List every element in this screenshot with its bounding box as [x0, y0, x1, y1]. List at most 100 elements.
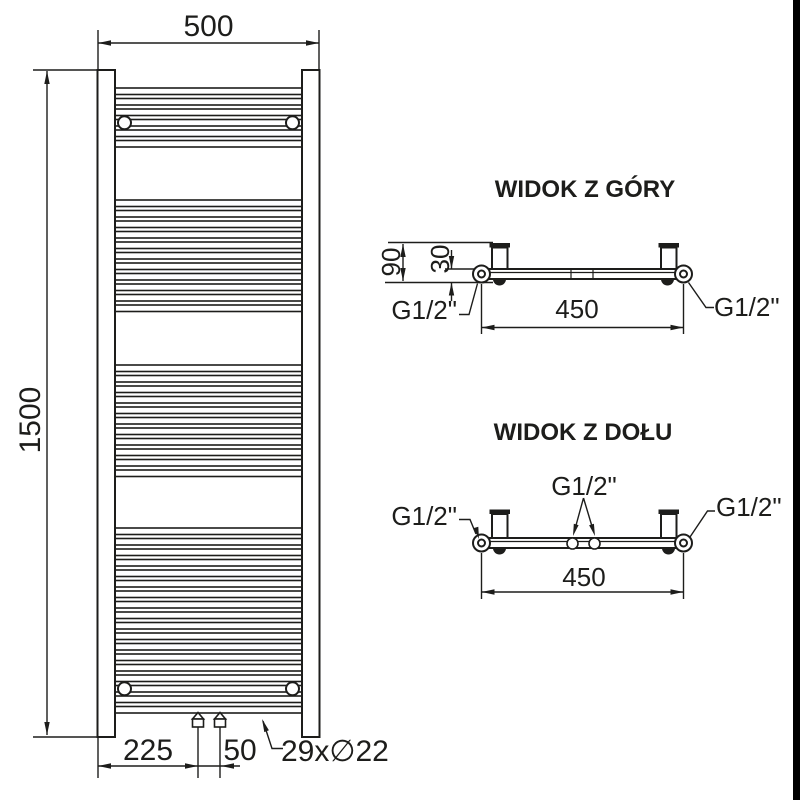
topview-left-bracket	[491, 246, 509, 270]
topview-right-connection-leader	[687, 282, 714, 309]
arrow-left-icon	[481, 324, 495, 331]
wall-depth-label: 90	[376, 248, 406, 277]
radiator-tube	[113, 129, 304, 138]
bottomview-left-bracket	[491, 513, 509, 539]
radiator-tube	[113, 395, 304, 404]
bottomview-spacing-label: 450	[562, 562, 605, 592]
wall-bracket-circle	[117, 115, 132, 131]
arrow-right-icon	[185, 763, 198, 769]
radiator-tube	[113, 118, 304, 127]
radiator-tube	[113, 385, 304, 394]
radiator-tube	[113, 262, 304, 271]
left-collector-tube	[96, 69, 116, 738]
tubes-leader-line	[262, 720, 283, 750]
radiator-tube	[113, 458, 304, 467]
radiator-tube	[113, 139, 304, 148]
topview-connection-right-label: G1/2"	[714, 292, 780, 322]
radiator-tube	[113, 695, 304, 704]
bottomview-connection-right-label: G1/2"	[716, 492, 782, 522]
radiator-tube	[113, 611, 304, 620]
radiator-tube	[113, 548, 304, 557]
bottomview-left-connection-leader	[459, 518, 477, 535]
bottom-view-title: WIDOK Z DOŁU	[494, 419, 673, 446]
radiator-tube	[113, 199, 304, 208]
radiator-tube	[113, 558, 304, 567]
arrow-up-icon	[448, 282, 455, 296]
height-dimension-label: 1500	[14, 387, 47, 454]
wall-bracket-circle	[285, 681, 300, 697]
pipe-depth-label: 30	[425, 245, 455, 274]
arrow-down-icon	[44, 722, 50, 735]
top-view-title: WIDOK Z GÓRY	[495, 175, 675, 203]
radiator-tube	[113, 653, 304, 662]
radiator-tube	[113, 416, 304, 425]
topview-right-bracket-cap	[658, 243, 679, 248]
topview-right-bracket-foot	[661, 279, 674, 286]
radiator-tube	[113, 600, 304, 609]
right-edge-scan-bar	[793, 0, 800, 800]
radiator-tube	[113, 97, 304, 106]
radiator-tube	[113, 304, 304, 313]
right-valve-body	[213, 718, 227, 728]
tube-count-label: 29x∅22	[281, 735, 389, 768]
radiator-tube	[113, 108, 304, 117]
arrow-down-icon	[589, 523, 595, 536]
bottomview-right-connector-thread	[679, 538, 688, 548]
topview-collector-bar	[482, 268, 682, 280]
bottomview-right-bracket-foot	[662, 548, 675, 555]
arrow-up-icon	[44, 71, 50, 84]
radiator-tube	[113, 230, 304, 239]
arrow-down-icon	[400, 268, 406, 281]
radiator-tube	[113, 621, 304, 630]
radiator-tube	[113, 220, 304, 229]
arrow-down-icon	[448, 256, 455, 269]
radiator-tube	[113, 448, 304, 457]
bottomview-left-bracket-foot	[493, 548, 506, 555]
topview-left-connection-leader	[459, 283, 479, 316]
arrow-down-right-icon	[473, 526, 479, 539]
bottom-offset-label: 225	[123, 734, 173, 767]
bottomview-right-bracket	[660, 513, 678, 539]
radiator-tube	[113, 674, 304, 683]
right-collector-tube	[301, 69, 321, 738]
bottomview-center-leader-right	[582, 497, 594, 529]
bottomview-right-connection-leader	[689, 510, 715, 538]
radiator-tube	[113, 527, 304, 536]
arrow-right-icon	[306, 40, 319, 46]
wall-bracket-circle	[117, 681, 132, 697]
radiator-tube	[113, 569, 304, 578]
arrow-right-icon	[670, 589, 684, 595]
width-dimension-label: 500	[183, 10, 233, 43]
radiator-tube	[113, 406, 304, 415]
bottomview-left-connector-thread	[477, 538, 486, 548]
radiator-tube	[113, 374, 304, 383]
radiator-tube	[113, 437, 304, 446]
radiator-tube	[113, 663, 304, 672]
arrow-down-icon	[573, 523, 579, 536]
radiator-tube	[113, 293, 304, 302]
radiator-tube	[113, 642, 304, 651]
radiator-tube	[113, 251, 304, 260]
arrow-left-icon	[98, 763, 111, 769]
bottomview-left-bracket-cap	[489, 509, 510, 514]
arrow-right-icon	[670, 324, 684, 331]
topview-right-connector-thread	[679, 269, 688, 279]
bottomview-center-leader-left	[574, 497, 585, 530]
bottomview-connection-left-label: G1/2"	[391, 501, 457, 531]
arrow-left-icon	[98, 40, 111, 46]
left-valve-body	[191, 718, 205, 728]
radiator-tube	[113, 241, 304, 250]
bottomview-center-connection-left	[566, 537, 579, 550]
radiator-tube	[113, 537, 304, 546]
radiator-tube	[113, 272, 304, 281]
topview-left-connector-thread	[477, 269, 486, 279]
radiator-tube	[113, 705, 304, 714]
arrow-left-icon	[481, 589, 495, 595]
bottomview-connection-center-label: G1/2"	[551, 471, 617, 501]
topview-right-bracket	[660, 246, 678, 270]
arrow-left-icon	[221, 763, 234, 769]
radiator-tube	[113, 427, 304, 436]
radiator-tube	[113, 283, 304, 292]
radiator-tube	[113, 579, 304, 588]
